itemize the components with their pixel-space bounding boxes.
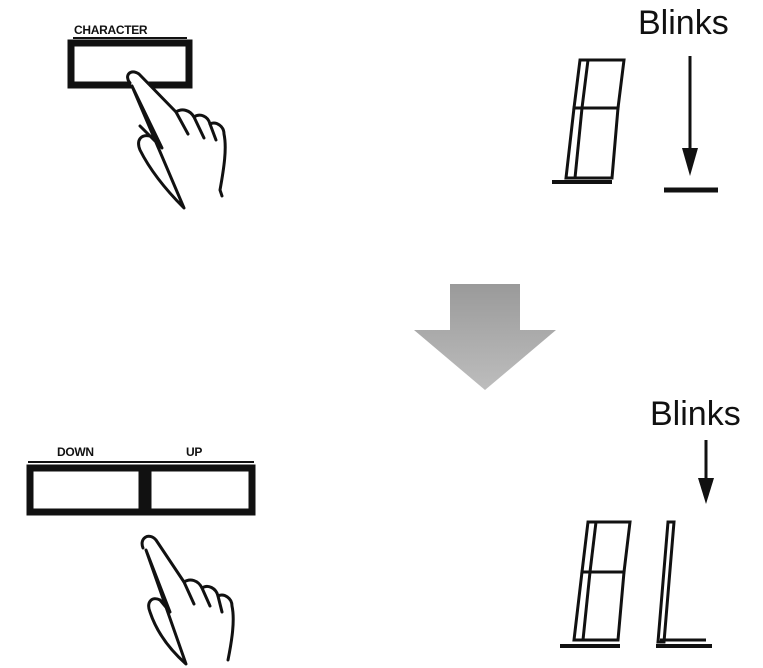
seven-segment-letter-l bbox=[656, 520, 712, 648]
up-button-label: UP bbox=[186, 445, 203, 459]
character-button-label: CHARACTER bbox=[74, 23, 148, 37]
blink-indicator-arrow-bottom bbox=[698, 440, 714, 504]
down-arrow-icon bbox=[414, 284, 556, 390]
up-button[interactable] bbox=[144, 464, 256, 516]
seven-segment-digit-8-b bbox=[560, 520, 632, 648]
blink-indicator-arrow-top bbox=[664, 56, 718, 193]
down-button-label: DOWN bbox=[57, 445, 94, 459]
blinks-annotation-top: Blinks bbox=[638, 4, 729, 42]
down-button[interactable] bbox=[26, 464, 146, 516]
seven-segment-digit-8 bbox=[552, 58, 626, 184]
blinks-annotation-bottom: Blinks bbox=[650, 395, 741, 433]
pressing-hand-icon bbox=[126, 70, 227, 210]
pressing-hand-icon-2 bbox=[140, 534, 235, 666]
